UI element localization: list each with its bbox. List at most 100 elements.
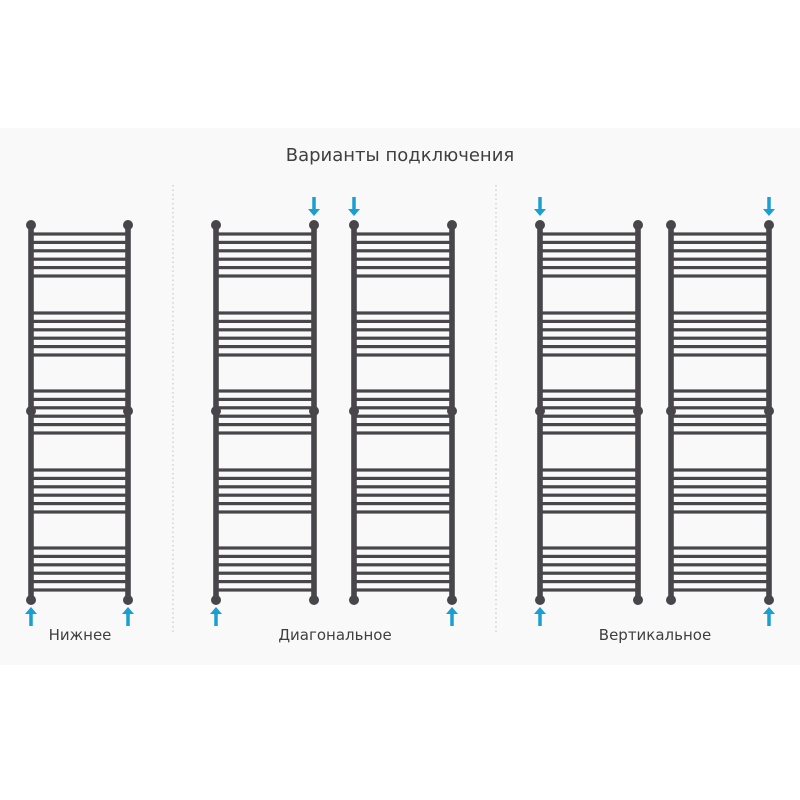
towel-bar [216, 397, 314, 401]
towel-bar [31, 580, 128, 584]
arrow-up-icon [763, 607, 775, 614]
rail-cap [447, 406, 457, 416]
rail-cap [123, 595, 133, 605]
rail-cap [309, 595, 319, 605]
towel-bar [354, 240, 452, 244]
towel-bar [671, 414, 769, 418]
towel-bar [354, 510, 452, 514]
towel-bar [216, 249, 314, 253]
towel-bar [216, 510, 314, 514]
towel-bar [216, 266, 314, 270]
towel-bar [31, 563, 128, 567]
towel-bar [354, 431, 452, 435]
rail-cap [764, 220, 774, 230]
towel-bar [671, 502, 769, 506]
towel-bar [540, 468, 638, 472]
towel-bar [216, 493, 314, 497]
towel-bar [216, 311, 314, 315]
towel-bar [354, 397, 452, 401]
towel-bar [540, 232, 638, 236]
towel-bar [671, 266, 769, 270]
rail-cap [123, 220, 133, 230]
rail-cap [26, 595, 36, 605]
towel-bar [31, 431, 128, 435]
towel-bar [354, 353, 452, 357]
towel-bar [216, 485, 314, 489]
rail-cap [349, 595, 359, 605]
towel-bar [540, 588, 638, 592]
towel-bar [31, 319, 128, 323]
rail-cap [535, 220, 545, 230]
towel-bar [671, 336, 769, 340]
towel-bar [671, 546, 769, 550]
towel-bar [671, 468, 769, 472]
towel-bar [354, 336, 452, 340]
towel-bar [354, 563, 452, 567]
towel-bar [216, 431, 314, 435]
towel-bar [354, 328, 452, 332]
towel-bar [671, 232, 769, 236]
towel-bar [671, 563, 769, 567]
towel-bar [31, 423, 128, 427]
towel-bar [31, 257, 128, 261]
towel-bar [31, 389, 128, 393]
rail-cap [535, 595, 545, 605]
rail-cap [349, 220, 359, 230]
towel-bar [540, 414, 638, 418]
towel-bar [671, 311, 769, 315]
arrow-up-icon [25, 607, 37, 614]
arrow-down-icon [308, 209, 320, 216]
towel-bar [540, 319, 638, 323]
towel-bar [540, 345, 638, 349]
towel-bar [31, 240, 128, 244]
towel-bar [540, 431, 638, 435]
towel-bar [671, 476, 769, 480]
towel-bar [540, 311, 638, 315]
towel-bar [540, 257, 638, 261]
towel-bar [671, 397, 769, 401]
towel-bar [671, 328, 769, 332]
towel-bar [671, 510, 769, 514]
towel-bar [354, 423, 452, 427]
towel-bar [216, 389, 314, 393]
towel-bar [354, 414, 452, 418]
arrow-up-icon [122, 607, 134, 614]
towel-bar [671, 406, 769, 410]
group-label-bottom: Нижнее [48, 626, 112, 644]
towel-bar [671, 249, 769, 253]
towel-bar [671, 580, 769, 584]
towel-bar [540, 510, 638, 514]
towel-bar [354, 266, 452, 270]
towel-bar [671, 485, 769, 489]
towel-bar [31, 571, 128, 575]
towel-bar [31, 311, 128, 315]
rail-cap [26, 220, 36, 230]
diagram-title: Варианты подключения [285, 145, 515, 166]
towel-bar [540, 476, 638, 480]
towel-bar [354, 476, 452, 480]
towel-bar [540, 546, 638, 550]
towel-bar [216, 328, 314, 332]
towel-bar [671, 493, 769, 497]
towel-bar [671, 274, 769, 278]
rail-cap [447, 595, 457, 605]
towel-bar [216, 554, 314, 558]
towel-bar [31, 476, 128, 480]
towel-bar [354, 468, 452, 472]
towel-bar [31, 397, 128, 401]
towel-bar [354, 588, 452, 592]
rail-cap [309, 406, 319, 416]
towel-bar [671, 571, 769, 575]
towel-bar [671, 257, 769, 261]
towel-bar [671, 389, 769, 393]
towel-bar [31, 266, 128, 270]
towel-bar [540, 389, 638, 393]
towel-bar [354, 485, 452, 489]
towel-bar [31, 328, 128, 332]
towel-bar [671, 423, 769, 427]
towel-bar [216, 353, 314, 357]
towel-bar [540, 571, 638, 575]
towel-bar [216, 571, 314, 575]
towel-bar [216, 423, 314, 427]
towel-bar [31, 510, 128, 514]
